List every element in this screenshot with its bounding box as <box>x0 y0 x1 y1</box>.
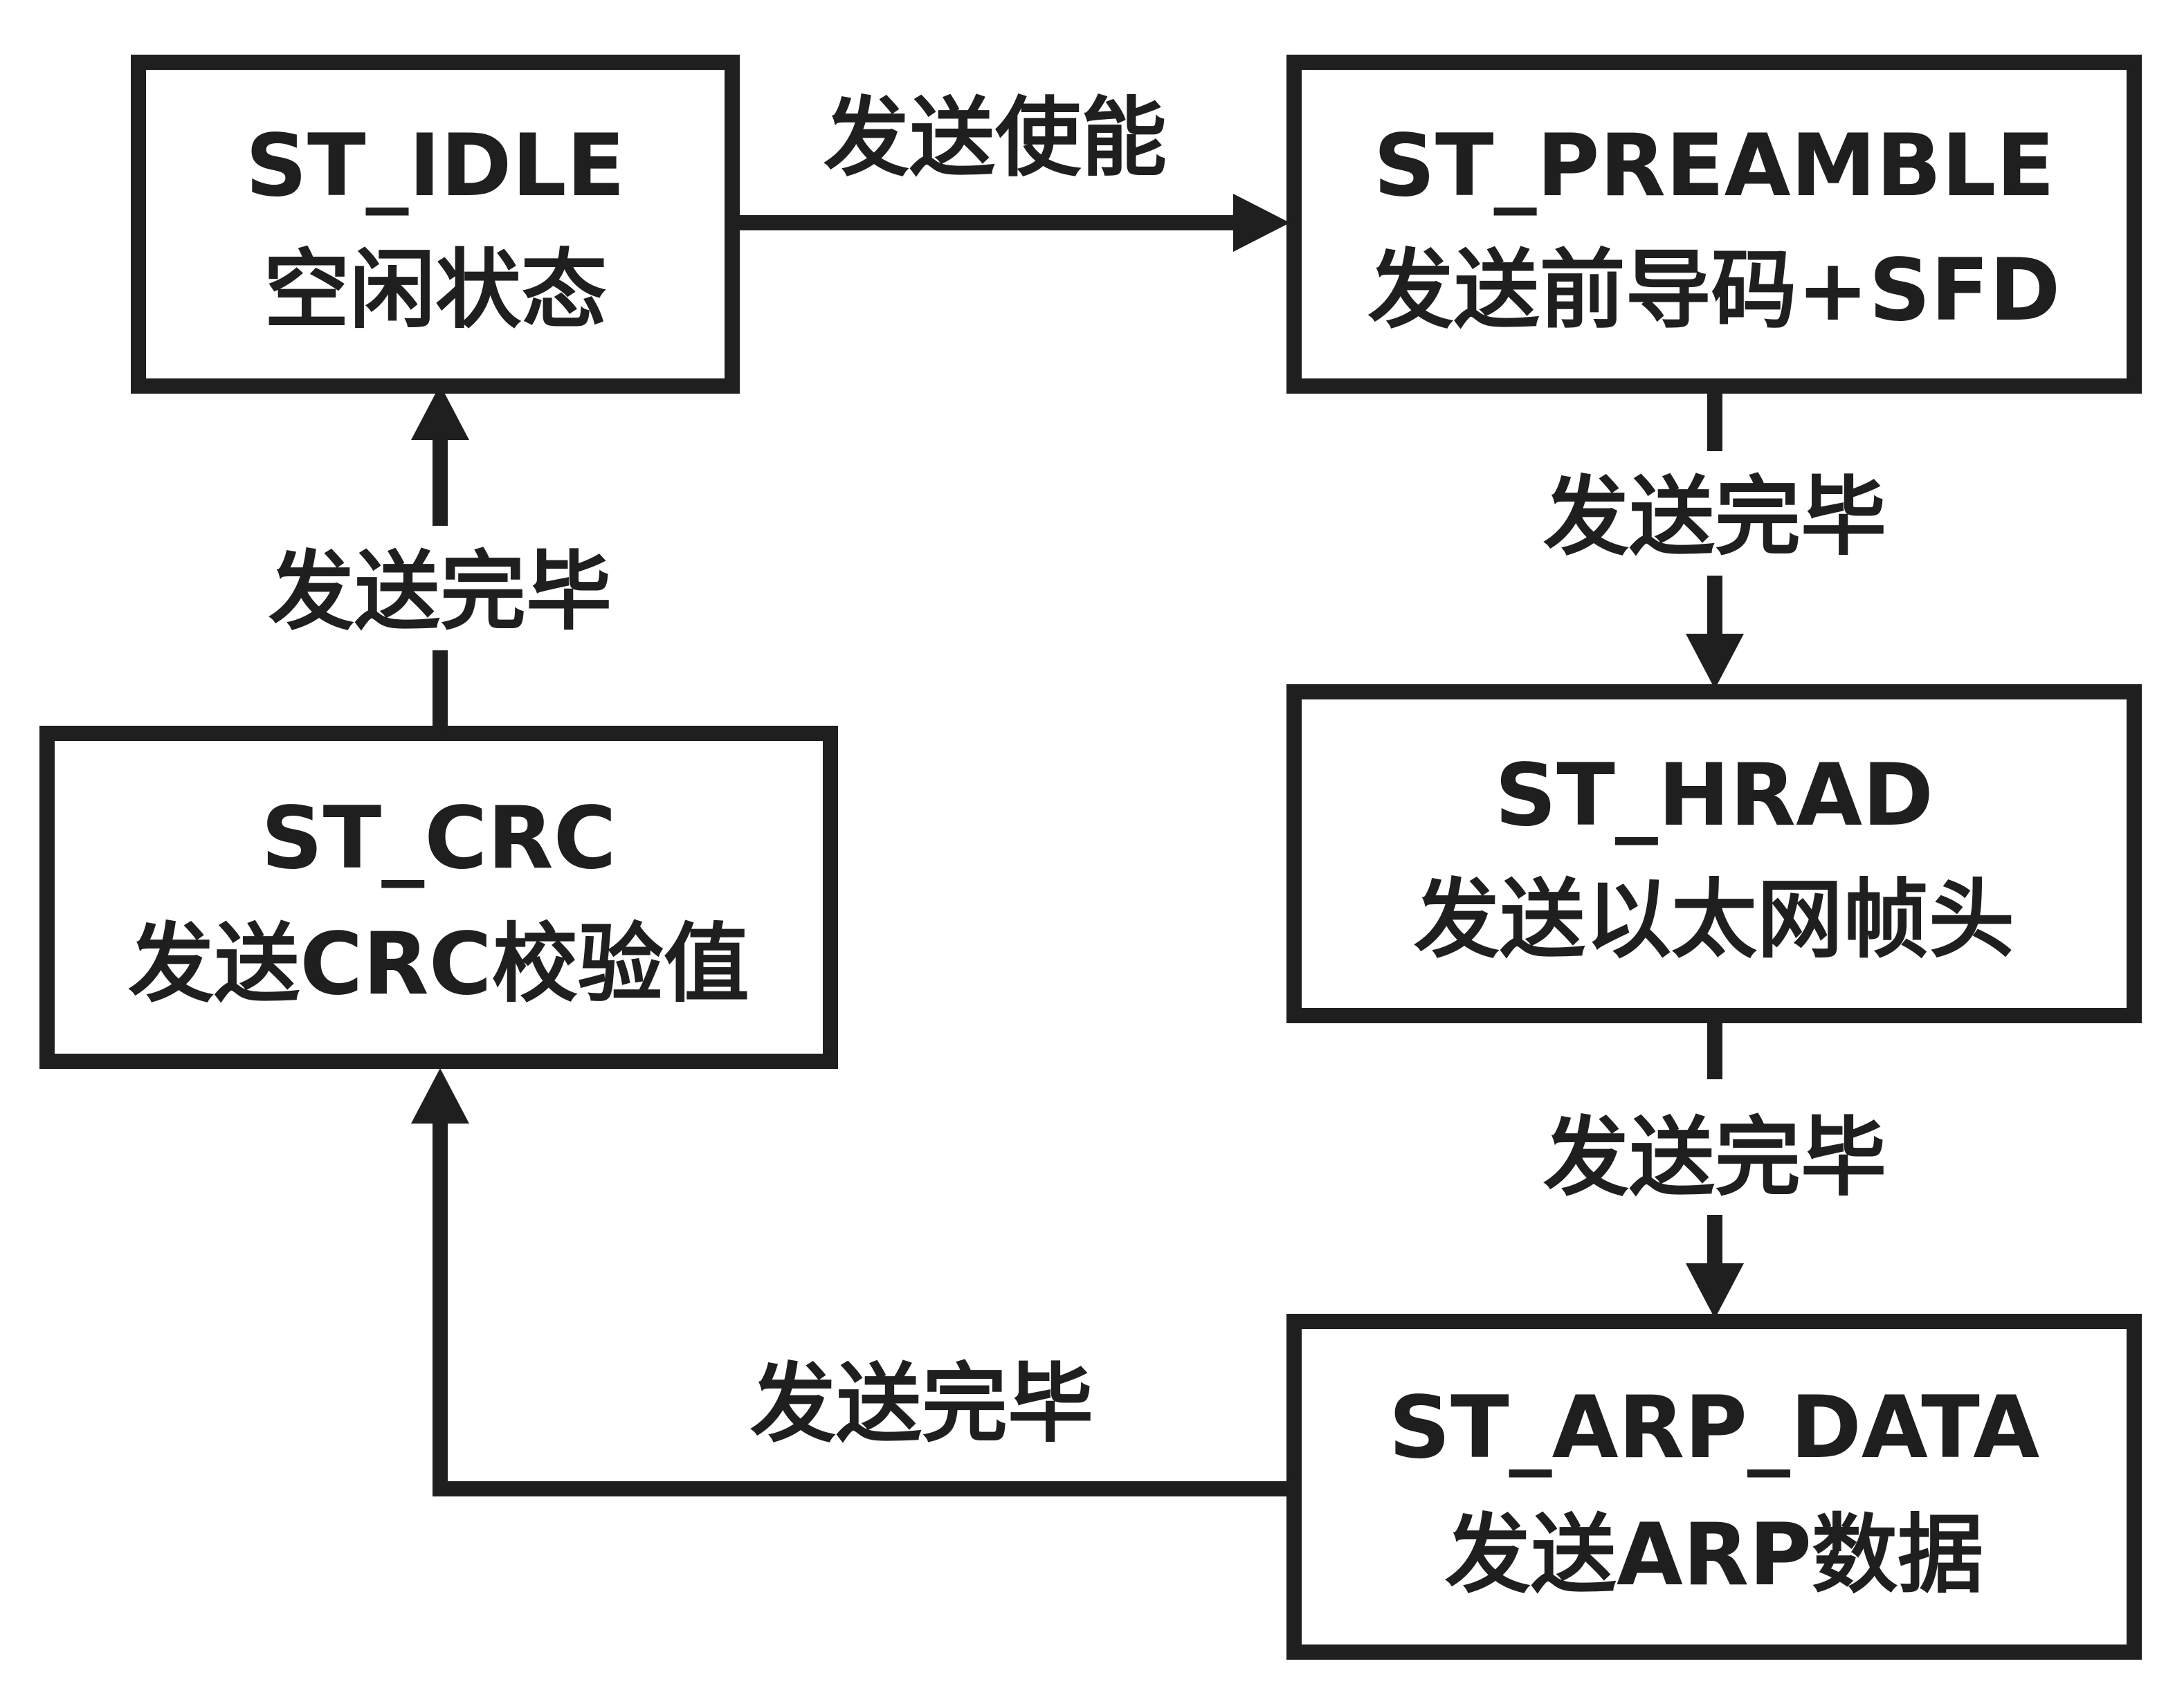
state-box-idle: ST_IDLE 空闲状态 <box>131 55 740 394</box>
state-box-border <box>1286 1314 2142 1660</box>
edge-label-head-to-arp-data: 发送完毕 <box>1543 1108 1886 1208</box>
edge-label-idle-to-preamble: 发送使能 <box>823 89 1167 188</box>
state-box-crc: ST_CRC 发送CRC校验值 <box>39 726 838 1069</box>
edge-label-arp-data-to-crc: 发送完毕 <box>750 1355 1093 1454</box>
arrow-down-icon <box>1686 1263 1744 1319</box>
state-box-border <box>131 55 740 394</box>
arrow-up-icon <box>411 385 469 440</box>
state-box-border <box>1286 55 2142 394</box>
edge-line <box>433 1121 1294 1496</box>
state-code: ST_ARP_DATA <box>1389 1378 2039 1478</box>
edge-preamble-to-head <box>1686 393 1744 689</box>
edge-idle-to-preamble <box>732 194 1290 252</box>
state-description: 发送ARP数据 <box>1445 1505 1983 1605</box>
state-description: 空闲状态 <box>264 241 607 340</box>
edge-label-preamble-to-head: 发送完毕 <box>1543 468 1886 567</box>
state-description: 发送以太网帧头 <box>1414 870 2014 970</box>
state-code: ST_PREAMBLE <box>1374 116 2055 216</box>
arrow-up-icon <box>411 1068 469 1124</box>
state-box-preamble: ST_PREAMBLE 发送前导码+SFD <box>1286 55 2142 394</box>
state-box-head: ST_HRAD 发送以太网帧头 <box>1286 684 2142 1023</box>
edge-head-to-arp-data <box>1686 1023 1744 1319</box>
edge-arp-data-to-crc <box>411 1068 1294 1496</box>
state-description: 发送CRC校验值 <box>128 915 749 1014</box>
arrow-down-icon <box>1686 634 1744 689</box>
state-code: ST_CRC <box>261 789 616 888</box>
state-code: ST_HRAD <box>1495 746 1933 845</box>
state-code: ST_IDLE <box>246 116 626 216</box>
arrow-right-icon <box>1233 194 1290 252</box>
state-description: 发送前导码+SFD <box>1368 241 2061 340</box>
edge-label-crc-to-idle: 发送完毕 <box>269 542 612 642</box>
edge-crc-to-idle <box>411 385 469 733</box>
state-box-border <box>39 726 838 1069</box>
state-box-arp-data: ST_ARP_DATA 发送ARP数据 <box>1286 1314 2142 1660</box>
state-box-border <box>1286 684 2142 1023</box>
